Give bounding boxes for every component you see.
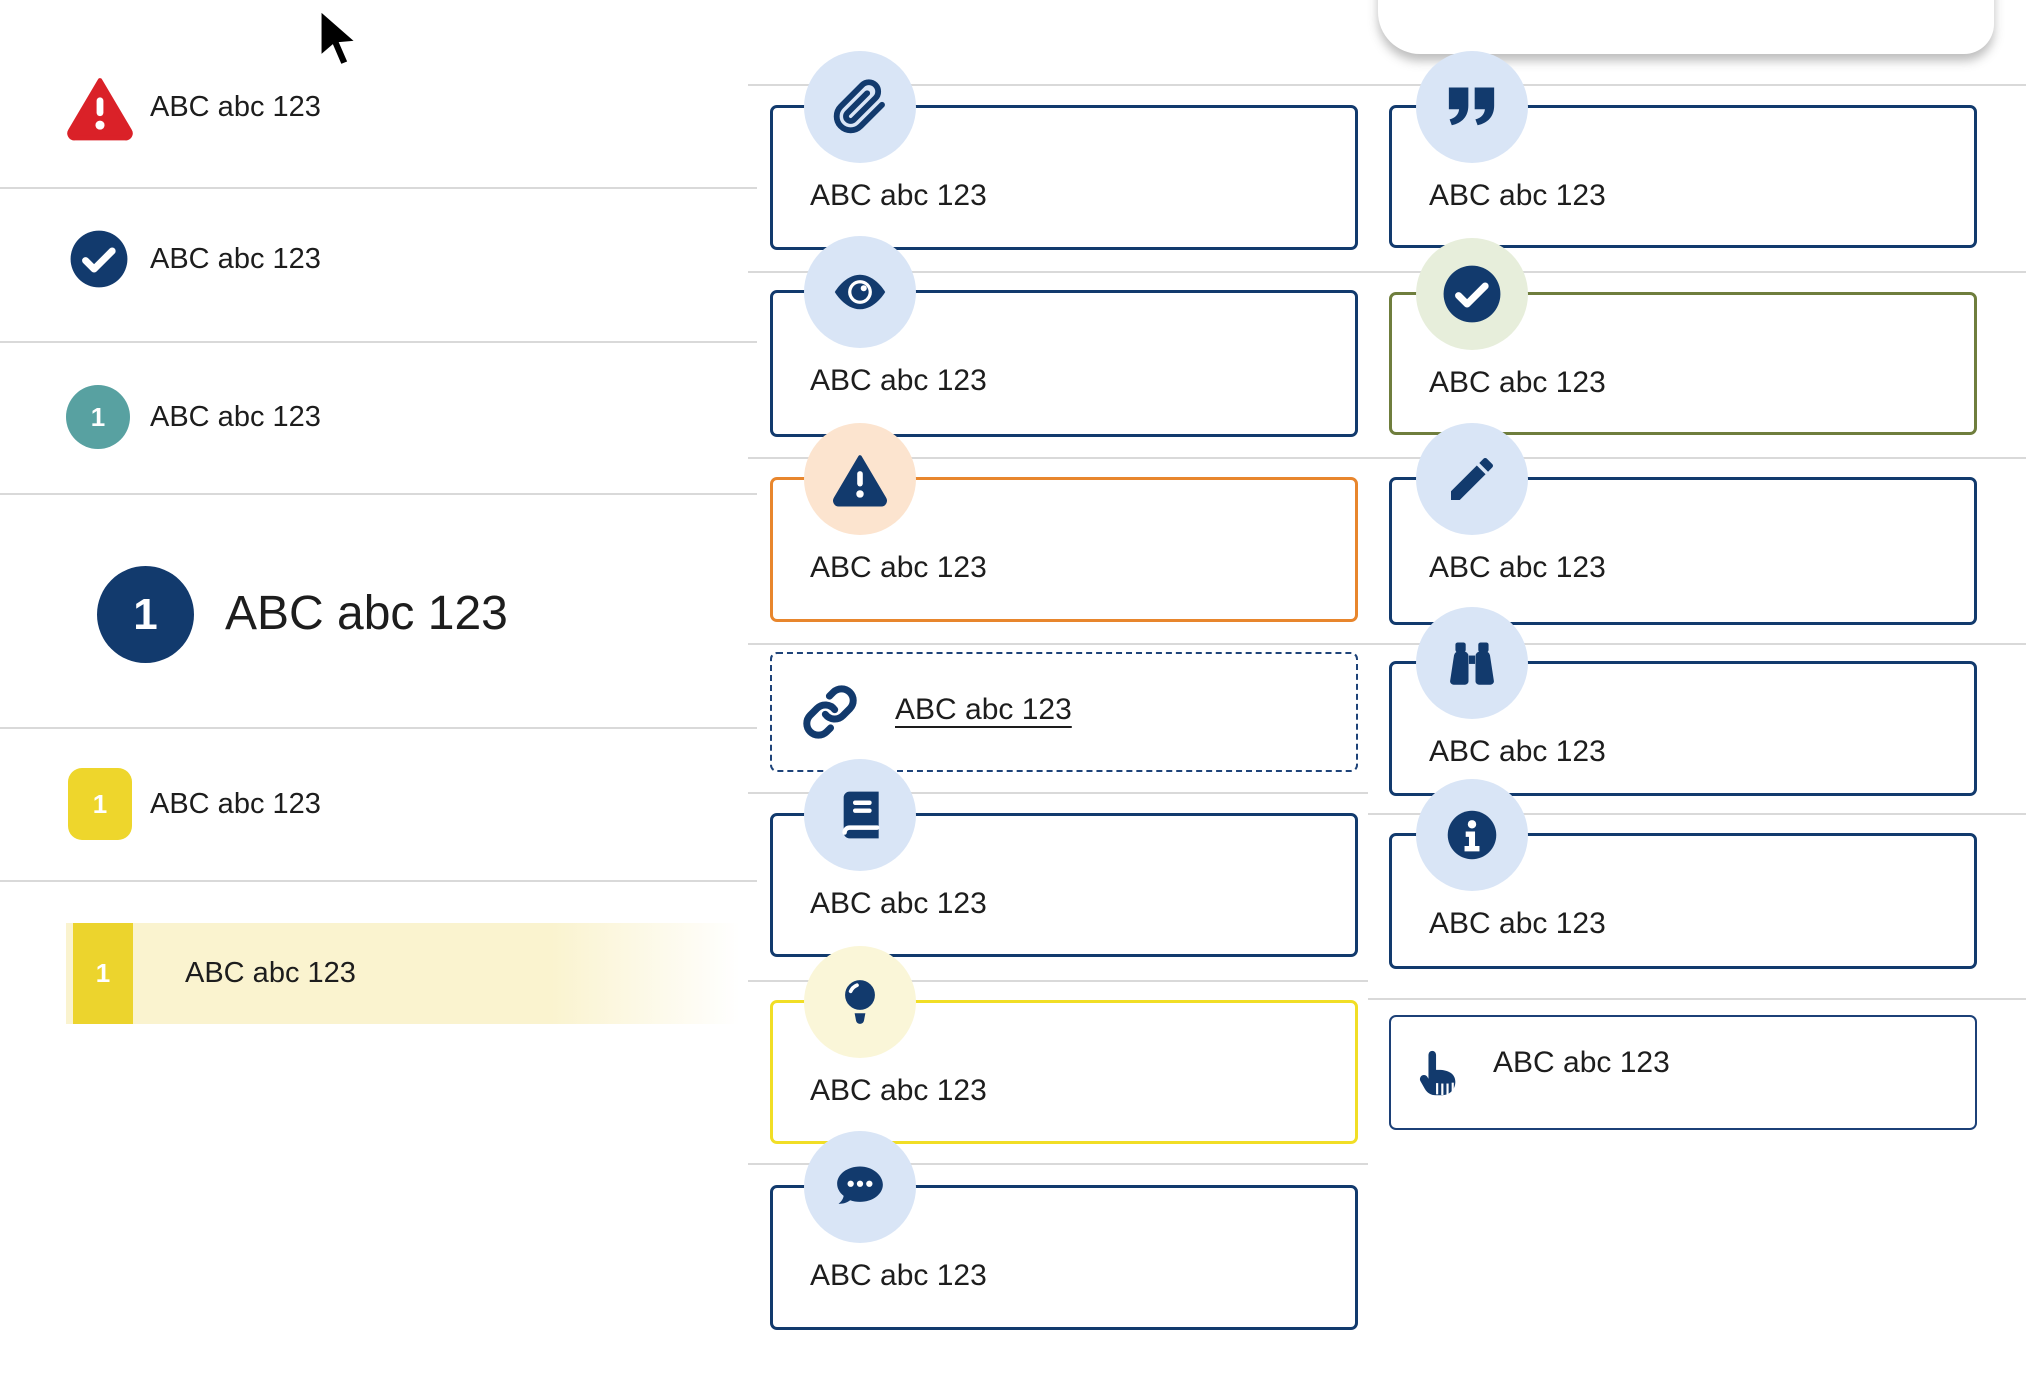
- right-column-divider: [1368, 813, 2026, 815]
- numbered-badge: 1: [97, 566, 194, 663]
- middle_column-card: [770, 477, 1358, 622]
- badge-number: 1: [95, 958, 111, 988]
- paperclip-icon: [832, 79, 888, 135]
- card-icon-circle: [1416, 238, 1528, 350]
- card-icon-circle: [1416, 423, 1528, 535]
- card-label: ABC abc 123: [810, 886, 987, 922]
- scrolled-sheet-edge: [1378, 0, 1994, 54]
- right_column-card: [1389, 1015, 1977, 1130]
- card-label: ABC abc 123: [1429, 365, 1606, 401]
- right_column-card: [1389, 105, 1977, 248]
- list-item-text: ABC abc 123: [225, 587, 508, 640]
- mouse-cursor-icon: [318, 7, 361, 68]
- left-list-divider: [0, 880, 757, 882]
- numbered-badge: 1: [68, 768, 132, 840]
- middle_column-card[interactable]: [770, 652, 1358, 772]
- card-label: ABC abc 123: [810, 550, 987, 586]
- numbered-badge: 1: [73, 923, 133, 1024]
- card-icon-circle: [804, 51, 916, 163]
- middle-column-divider: [748, 792, 1368, 794]
- card-link-text[interactable]: ABC abc 123: [895, 693, 1072, 726]
- check-circle-icon: [1441, 263, 1503, 325]
- numbered-badge: 1: [66, 385, 130, 449]
- card-icon-circle: [1416, 779, 1528, 891]
- card-icon-circle: [804, 423, 916, 535]
- card-label: ABC abc 123: [1429, 734, 1606, 770]
- card-text: ABC abc 123: [810, 1074, 987, 1107]
- right-column-divider: [1368, 457, 2026, 459]
- list-item-text: ABC abc 123: [150, 788, 321, 820]
- badge-number: 1: [92, 788, 108, 819]
- left-list-divider: [0, 493, 757, 495]
- book-icon: [832, 787, 888, 843]
- left-list-divider: [0, 727, 757, 729]
- card-label: ABC abc 123: [1429, 906, 1606, 942]
- list-item-label: ABC abc 123: [225, 587, 508, 641]
- info-icon: [1444, 807, 1500, 863]
- list-item-label: ABC abc 123: [185, 956, 356, 990]
- list-item-label: ABC abc 123: [150, 400, 321, 434]
- middle_column-card: [770, 290, 1358, 437]
- binoculars-icon: [1444, 635, 1500, 691]
- quote-icon: [1444, 79, 1500, 135]
- card-icon-circle: [804, 1131, 916, 1243]
- middle-column-divider: [748, 980, 1368, 982]
- pencil-icon: [1444, 451, 1500, 507]
- right-column-divider: [1368, 271, 2026, 273]
- chat-icon: [832, 1159, 888, 1215]
- card-text: ABC abc 123: [1429, 179, 1606, 212]
- card-text: ABC abc 123: [1429, 551, 1606, 584]
- badge-number: 1: [133, 589, 158, 639]
- lightbulb-icon: [832, 974, 888, 1030]
- middle-column-divider: [748, 1163, 1368, 1165]
- list-item-label: ABC abc 123: [150, 90, 321, 124]
- hand-pointer-icon: [1412, 1045, 1464, 1103]
- list-item-label: ABC abc 123: [150, 242, 321, 276]
- middle-column-divider: [748, 457, 1368, 459]
- card-text: ABC abc 123: [1493, 1046, 1670, 1079]
- check-circle-icon: [68, 228, 130, 290]
- card-label: ABC abc 123: [810, 1073, 987, 1109]
- card-text: ABC abc 123: [810, 364, 987, 397]
- eye-icon: [832, 264, 888, 320]
- badge-number: 1: [90, 401, 106, 432]
- card-icon-circle: [1416, 607, 1528, 719]
- selected-row-highlight: [66, 923, 740, 1024]
- card-link[interactable]: ABC abc 123: [895, 692, 1072, 728]
- card-text: ABC abc 123: [810, 1259, 987, 1292]
- left-list-divider: [0, 341, 757, 343]
- card-label: ABC abc 123: [1429, 178, 1606, 214]
- list-item-label: ABC abc 123: [150, 787, 321, 821]
- middle-column-divider: [748, 643, 1368, 645]
- right-column-divider: [1368, 84, 2026, 86]
- card-text: ABC abc 123: [1429, 907, 1606, 940]
- card-text: ABC abc 123: [810, 887, 987, 920]
- list-item-text[interactable]: ABC abc 123: [185, 957, 356, 989]
- card-label: ABC abc 123: [810, 178, 987, 214]
- card-text: ABC abc 123: [810, 551, 987, 584]
- card-text: ABC abc 123: [1429, 366, 1606, 399]
- card-label: ABC abc 123: [1429, 550, 1606, 586]
- card-icon-circle: [1416, 51, 1528, 163]
- right-column-divider: [1368, 998, 2026, 1000]
- middle-column-divider: [748, 271, 1368, 273]
- alert-triangle-icon: [66, 73, 134, 141]
- list-item-text: ABC abc 123: [150, 401, 321, 433]
- card-label: ABC abc 123: [810, 1258, 987, 1294]
- card-text: ABC abc 123: [810, 179, 987, 212]
- card-label: ABC abc 123: [810, 363, 987, 399]
- card-icon-circle: [804, 236, 916, 348]
- alert-triangle-icon: [832, 451, 888, 507]
- card-icon-circle: [804, 946, 916, 1058]
- middle-column-divider: [748, 84, 1368, 86]
- list-item-text: ABC abc 123: [150, 243, 321, 275]
- right-column-divider: [1368, 643, 2026, 645]
- card-text: ABC abc 123: [1429, 735, 1606, 768]
- card-icon-circle: [804, 759, 916, 871]
- left-list-divider: [0, 187, 757, 189]
- link-icon: [795, 684, 865, 740]
- list-item-text: ABC abc 123: [150, 91, 321, 123]
- card-label: ABC abc 123: [1493, 1045, 1670, 1081]
